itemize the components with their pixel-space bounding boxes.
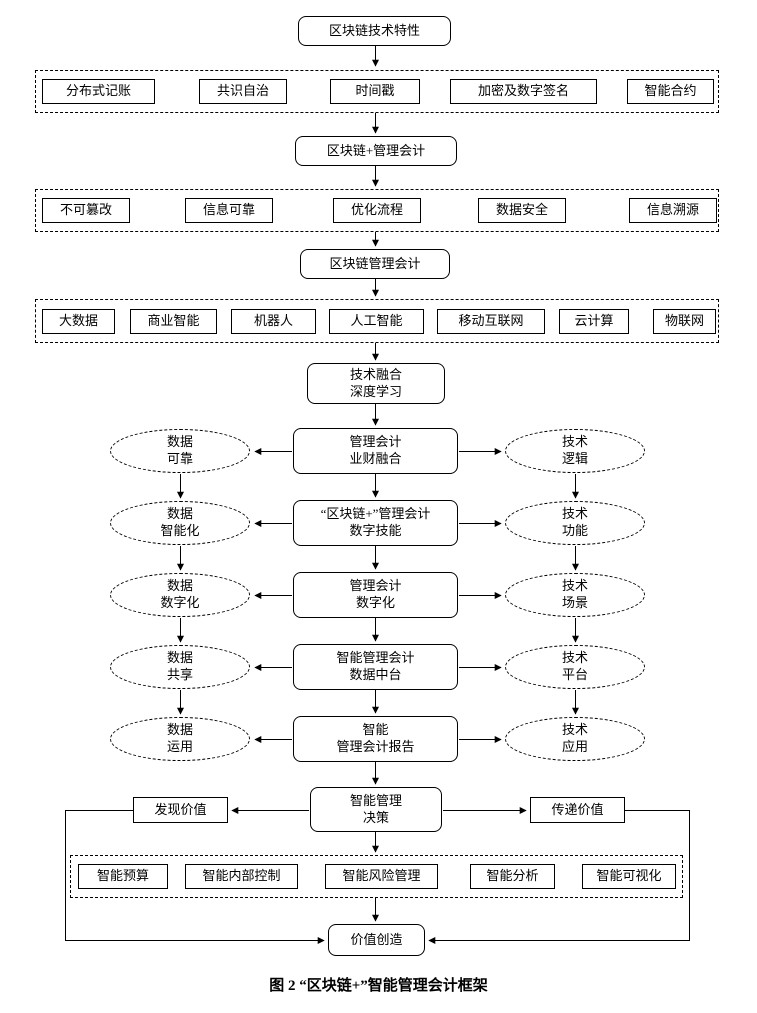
technology-item: 人工智能 bbox=[329, 309, 424, 334]
data-ellipse: 数据 数字化 bbox=[110, 573, 250, 617]
technology-item: 移动互联网 bbox=[437, 309, 545, 334]
tech-ellipse: 技术 逻辑 bbox=[505, 429, 645, 473]
node-smart-decision: 智能管理 决策 bbox=[310, 787, 442, 832]
center-node: “区块链+”管理会计 数字技能 bbox=[293, 500, 458, 546]
data-ellipse: 数据 可靠 bbox=[110, 429, 250, 473]
ma-advantage-item: 优化流程 bbox=[333, 198, 421, 223]
center-node: 管理会计 数字化 bbox=[293, 572, 458, 618]
ma-advantage-item: 数据安全 bbox=[478, 198, 566, 223]
technology-item: 机器人 bbox=[231, 309, 316, 334]
smart-app-item: 智能内部控制 bbox=[185, 864, 298, 889]
tech-ellipse: 技术 应用 bbox=[505, 717, 645, 761]
node-deliver-value: 传递价值 bbox=[530, 797, 625, 823]
tech-feature-item: 时间戳 bbox=[330, 79, 420, 104]
smart-app-item: 智能分析 bbox=[470, 864, 555, 889]
tech-ellipse: 技术 功能 bbox=[505, 501, 645, 545]
group-technologies bbox=[35, 299, 719, 343]
technology-item: 大数据 bbox=[42, 309, 115, 334]
data-ellipse: 数据 共享 bbox=[110, 645, 250, 689]
node-blockchain-tech-characteristics: 区块链技术特性 bbox=[298, 16, 451, 46]
data-ellipse: 数据 智能化 bbox=[110, 501, 250, 545]
node-blockchain-ma: 区块链管理会计 bbox=[300, 249, 450, 279]
center-node: 智能 管理会计报告 bbox=[293, 716, 458, 762]
node-blockchain-plus-ma: 区块链+管理会计 bbox=[295, 136, 457, 166]
smart-app-item: 智能可视化 bbox=[582, 864, 676, 889]
tech-ellipse: 技术 平台 bbox=[505, 645, 645, 689]
group-tech-features bbox=[35, 70, 719, 113]
ma-advantage-item: 信息溯源 bbox=[629, 198, 717, 223]
smart-app-item: 智能预算 bbox=[78, 864, 168, 889]
tech-feature-item: 加密及数字签名 bbox=[450, 79, 597, 104]
ma-advantage-item: 信息可靠 bbox=[185, 198, 273, 223]
data-ellipse: 数据 运用 bbox=[110, 717, 250, 761]
tech-feature-item: 分布式记账 bbox=[42, 79, 155, 104]
tech-ellipse: 技术 场景 bbox=[505, 573, 645, 617]
technology-item: 云计算 bbox=[559, 309, 629, 334]
node-value-creation: 价值创造 bbox=[328, 924, 425, 956]
technology-item: 物联网 bbox=[653, 309, 716, 334]
ma-advantage-item: 不可篡改 bbox=[42, 198, 130, 223]
tech-feature-item: 智能合约 bbox=[627, 79, 714, 104]
center-node: 智能管理会计 数据中台 bbox=[293, 644, 458, 690]
center-node: 管理会计 业财融合 bbox=[293, 428, 458, 474]
group-ma-advantages bbox=[35, 189, 719, 232]
node-discover-value: 发现价值 bbox=[133, 797, 228, 823]
technology-item: 商业智能 bbox=[130, 309, 217, 334]
tech-feature-item: 共识自治 bbox=[199, 79, 287, 104]
group-smart-apps bbox=[70, 855, 683, 898]
smart-app-item: 智能风险管理 bbox=[325, 864, 438, 889]
figure-caption: 图 2 “区块链+”智能管理会计框架 bbox=[269, 978, 488, 994]
node-tech-fusion: 技术融合 深度学习 bbox=[307, 363, 445, 404]
